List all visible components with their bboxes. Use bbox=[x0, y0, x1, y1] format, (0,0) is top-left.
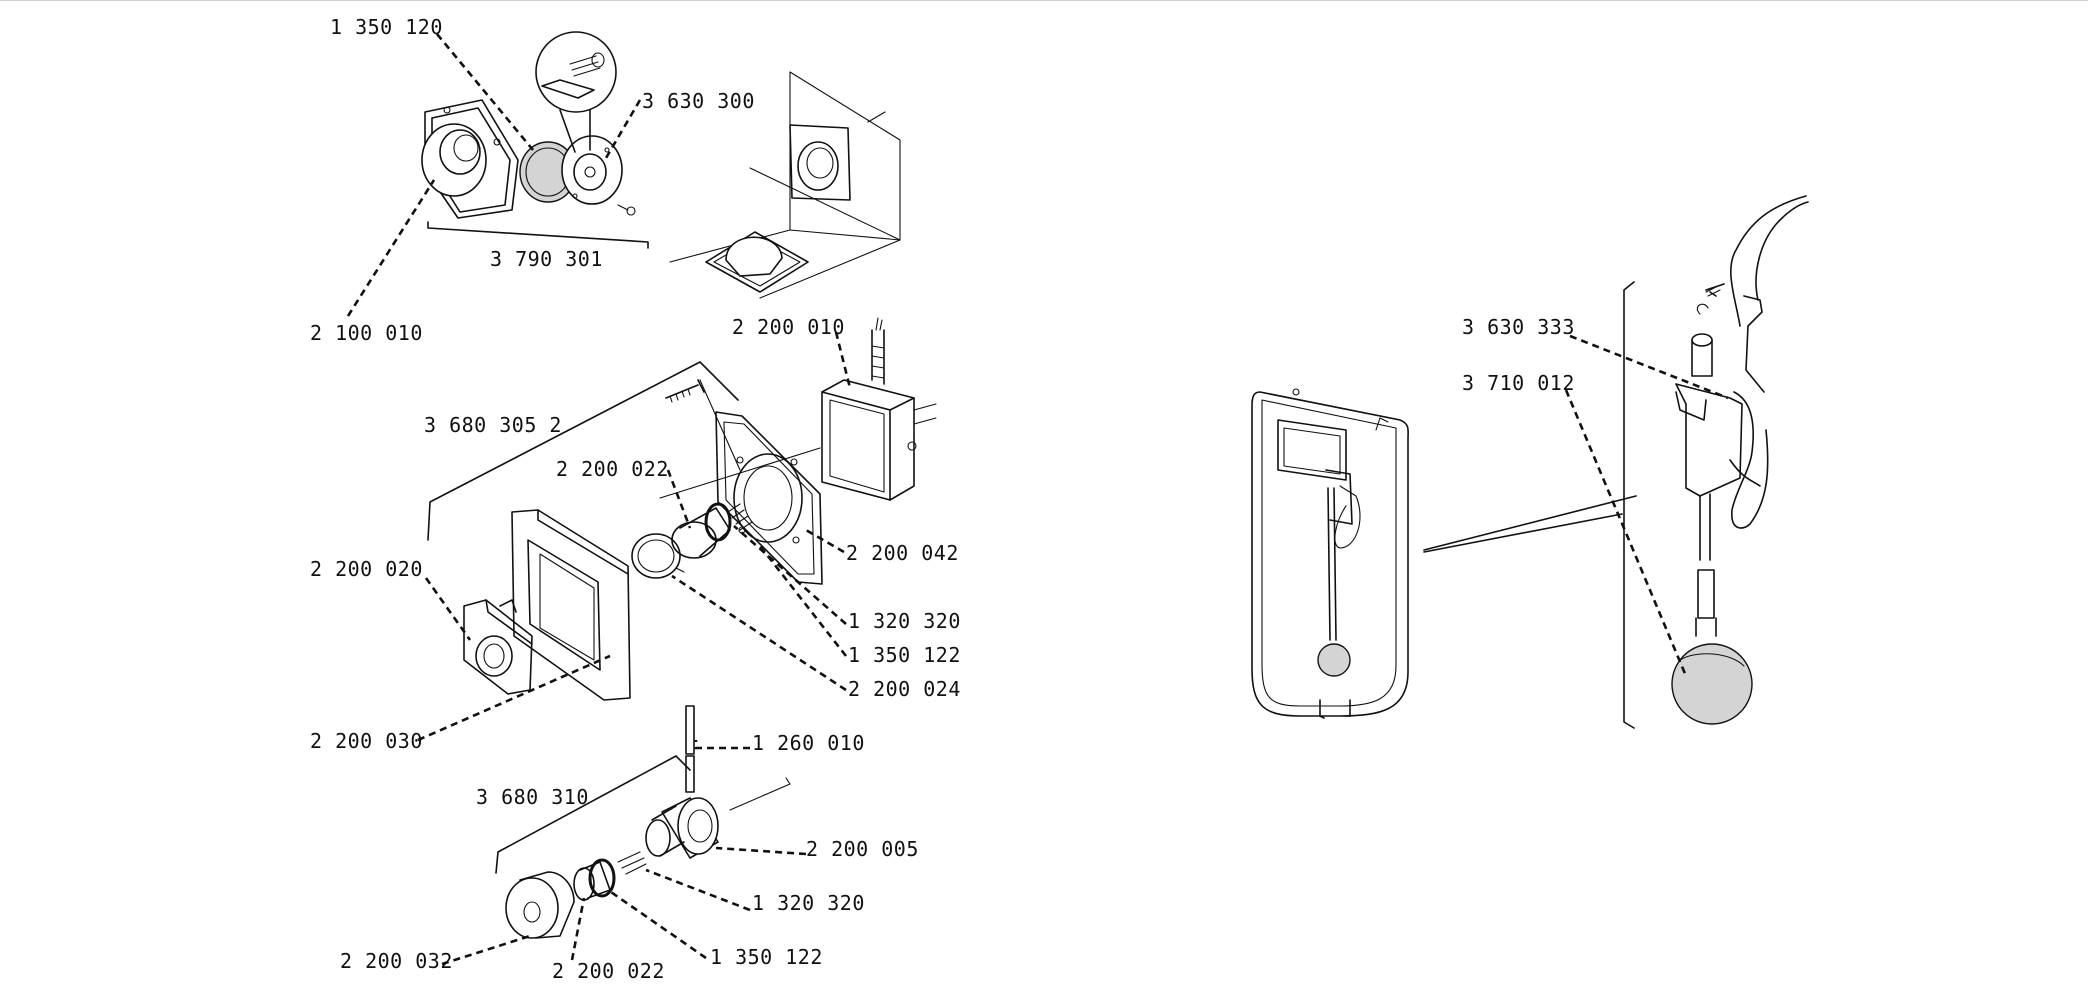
label-3630333: 3 630 333 bbox=[1462, 315, 1575, 339]
valve-disc-part bbox=[561, 135, 636, 216]
screw-part bbox=[665, 379, 705, 403]
label-1350122-bottom: 1 350 122 bbox=[710, 945, 823, 969]
wall-section-line bbox=[1623, 281, 1635, 729]
top-border-line bbox=[0, 0, 2088, 1]
detail-magnifier bbox=[535, 31, 617, 153]
junction-box-part bbox=[821, 317, 937, 501]
label-2200020: 2 200 020 bbox=[310, 557, 423, 581]
label-3710012: 3 710 012 bbox=[1462, 371, 1575, 395]
part-number-labels: 1 350 120 3 630 300 3 790 301 2 100 010 … bbox=[310, 15, 1575, 983]
bottom-cap-part bbox=[505, 871, 575, 939]
pin-part bbox=[685, 705, 695, 793]
label-3630300: 3 630 300 bbox=[642, 89, 755, 113]
axis-line bbox=[659, 379, 821, 499]
bracket-3680305 bbox=[427, 361, 739, 541]
label-2200032: 2 200 032 bbox=[340, 949, 453, 973]
label-1350120: 1 350 120 bbox=[330, 15, 443, 39]
float-valve-part bbox=[1675, 195, 1809, 619]
front-frame-part bbox=[511, 509, 631, 701]
label-3790301: 3 790 301 bbox=[490, 247, 603, 271]
label-1320320-bottom: 1 320 320 bbox=[752, 891, 865, 915]
label-3680305-2: 3 680 305 2 bbox=[424, 413, 562, 437]
wall-corner-illustration bbox=[669, 71, 901, 299]
label-2200022-mid: 2 200 022 bbox=[556, 457, 669, 481]
zoom-lines bbox=[1423, 495, 1637, 553]
label-2200030: 2 200 030 bbox=[310, 729, 423, 753]
label-1260010: 1 260 010 bbox=[752, 731, 865, 755]
threaded-housing-part bbox=[645, 777, 791, 859]
label-2200022-bottom: 2 200 022 bbox=[552, 959, 665, 983]
gasket-ring-part bbox=[631, 533, 685, 579]
label-2100010: 2 100 010 bbox=[310, 321, 423, 345]
label-2200005: 2 200 005 bbox=[806, 837, 919, 861]
bracket-3680310 bbox=[495, 755, 691, 874]
label-3680310: 3 680 310 bbox=[476, 785, 589, 809]
bottom-button-part bbox=[573, 858, 616, 901]
push-button-cap-part bbox=[463, 599, 533, 695]
label-1320320-mid: 1 320 320 bbox=[848, 609, 961, 633]
cistern-tank-part bbox=[1251, 388, 1409, 719]
bracket-3790301 bbox=[427, 221, 649, 249]
label-1350122-mid: 1 350 122 bbox=[848, 643, 961, 667]
label-2200024: 2 200 024 bbox=[848, 677, 961, 701]
leader-lines bbox=[346, 33, 1729, 966]
bottom-spring-part bbox=[617, 851, 647, 875]
float-ball-part bbox=[1671, 617, 1753, 725]
cover-plate-part bbox=[421, 99, 519, 219]
button-spring-part bbox=[671, 502, 753, 559]
label-2200010: 2 200 010 bbox=[732, 315, 845, 339]
label-2200042: 2 200 042 bbox=[846, 541, 959, 565]
